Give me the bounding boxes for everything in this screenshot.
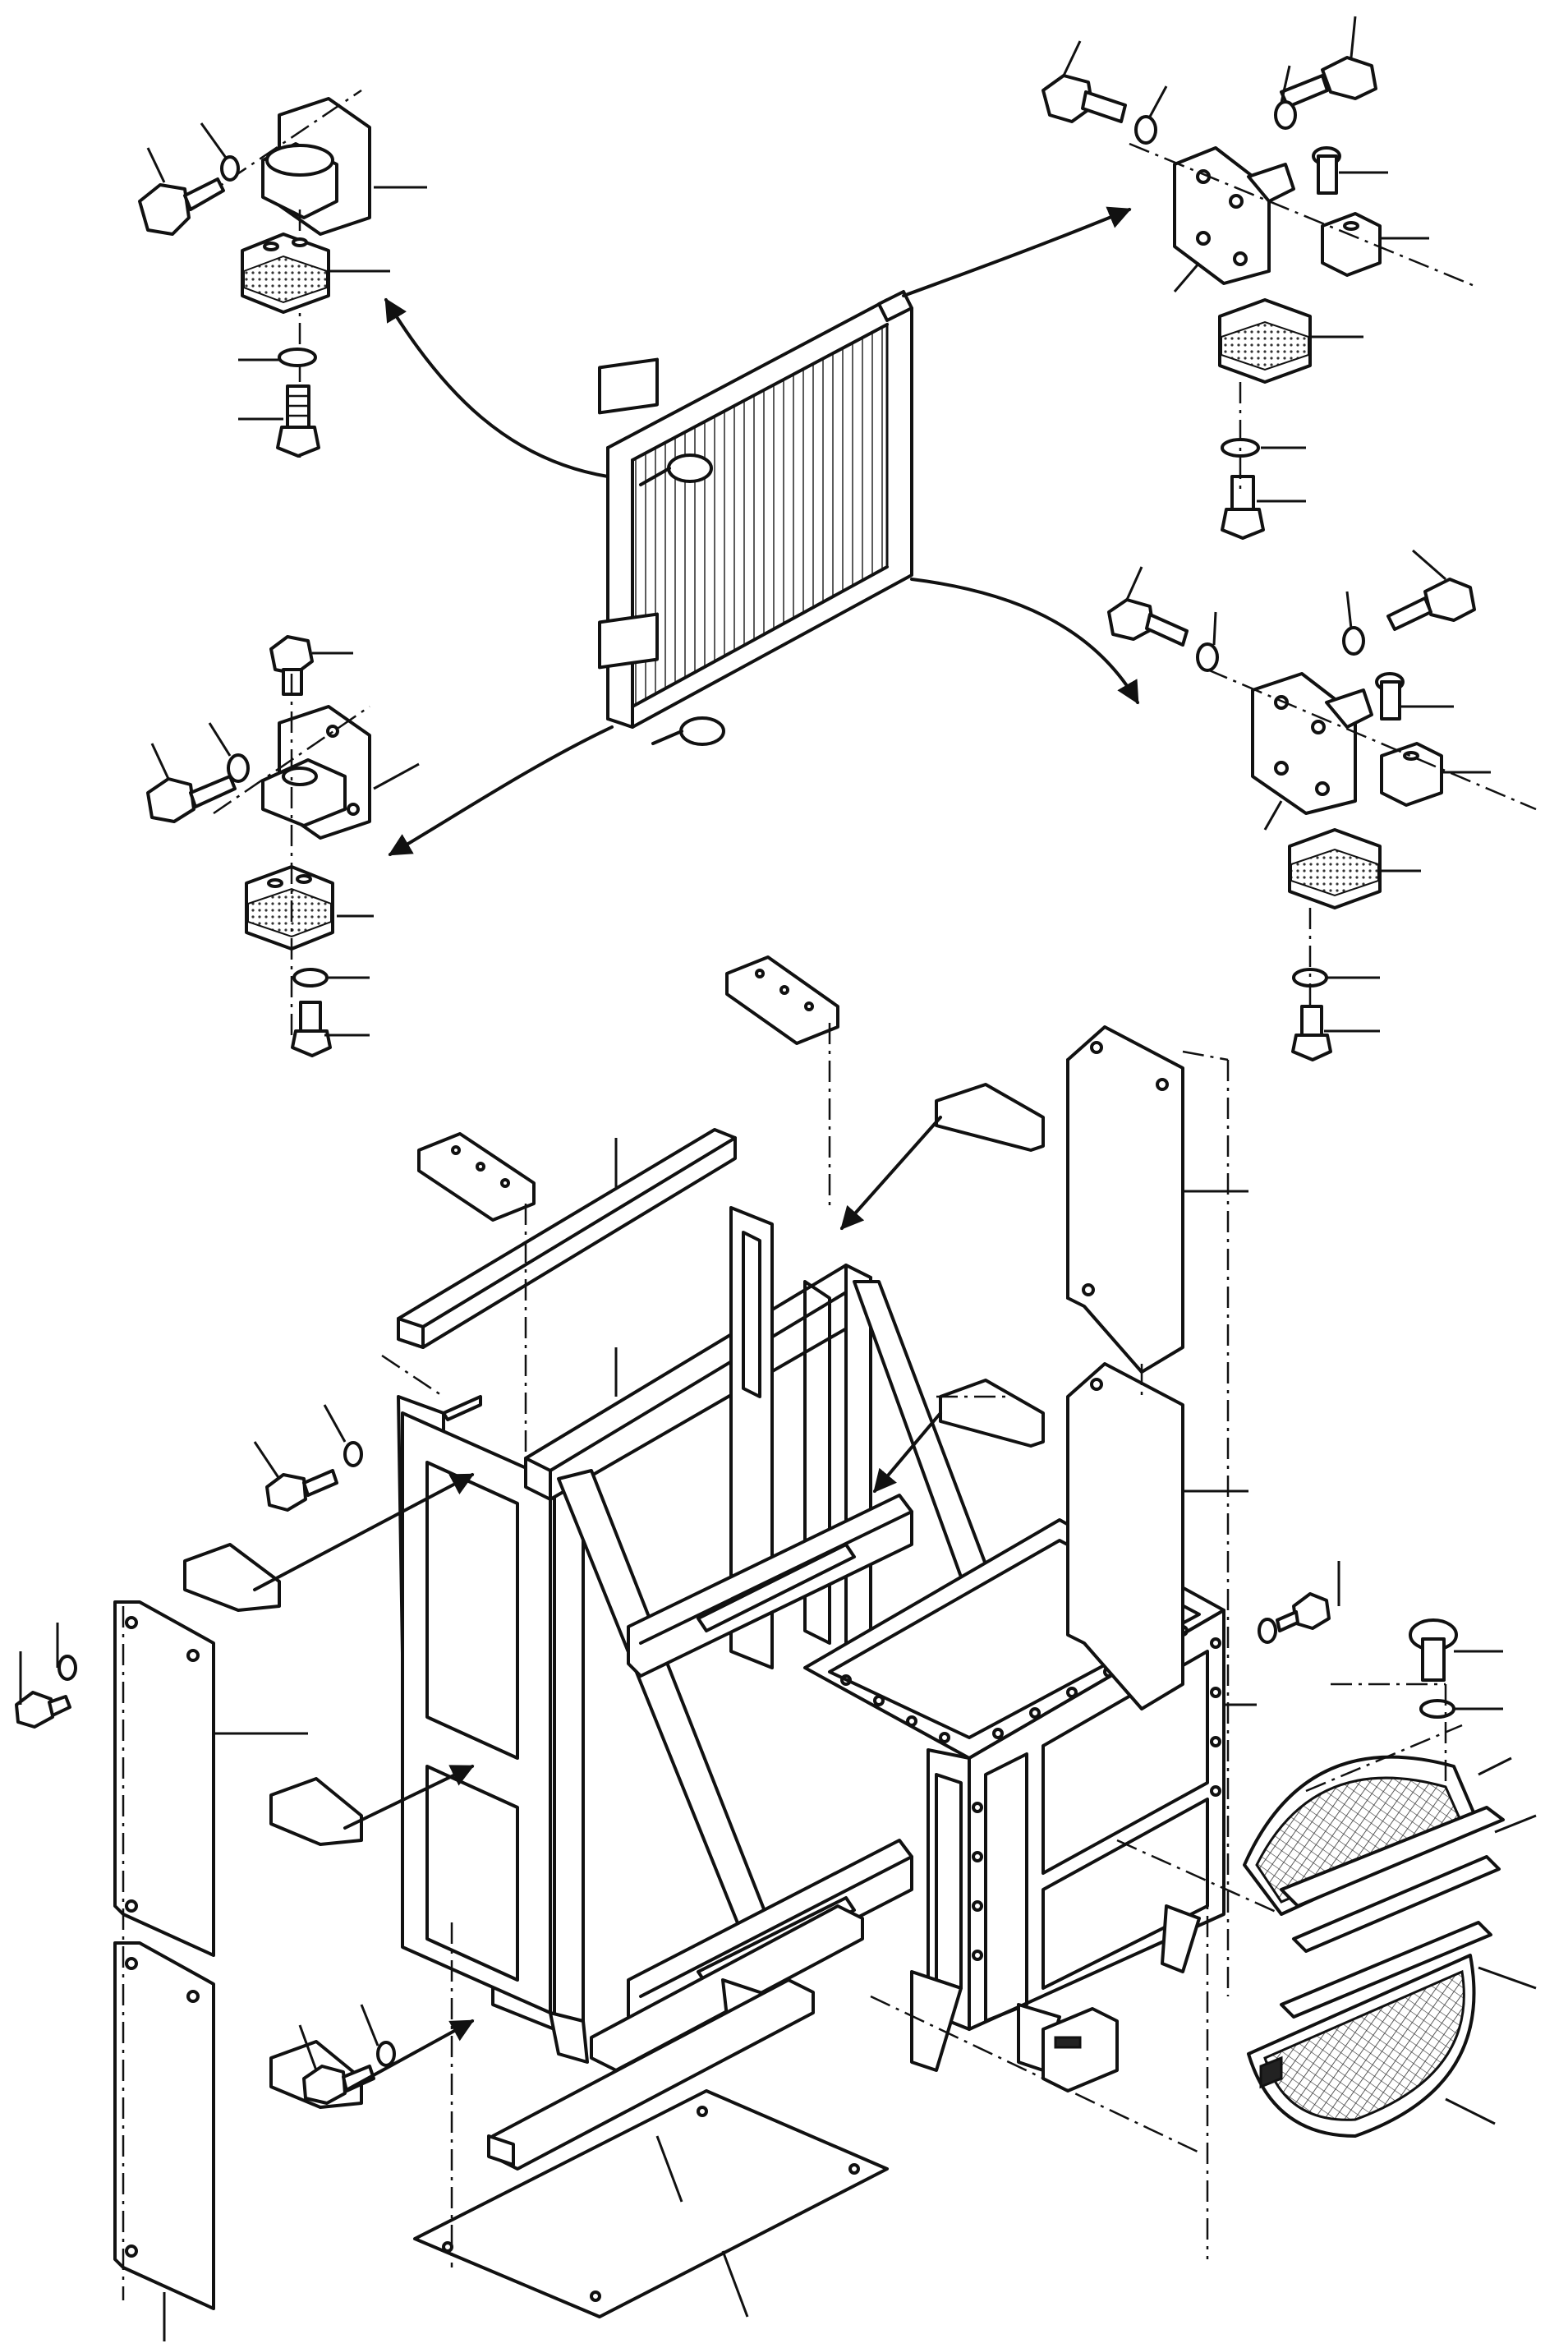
bolt-icon — [1386, 578, 1476, 631]
arrow-to-bottom-right-mount — [910, 578, 1139, 705]
bolt-icon — [1291, 1005, 1332, 1061]
guard-screen-icon — [1243, 1755, 1505, 2138]
rubber-mount-icon — [245, 865, 334, 951]
washer-icon — [278, 348, 317, 367]
washer-icon — [343, 1441, 363, 1467]
bolt-icon — [1312, 146, 1341, 195]
assembly-centerlines — [122, 1023, 1463, 2300]
bolt-icon — [146, 775, 237, 823]
washer-icon — [376, 2041, 396, 2067]
washer-icon — [1196, 642, 1219, 672]
frame-fasteners — [15, 1441, 1458, 2105]
bottom-right-mount-group — [1107, 549, 1537, 1061]
bottom-left-mount-group — [146, 635, 420, 1057]
arrow-to-bottom-left-mount — [388, 725, 614, 856]
bolt-icon — [15, 1691, 71, 1729]
bolt-icon — [265, 1469, 338, 1512]
rubber-mount-icon — [241, 232, 330, 314]
washer-icon — [1342, 626, 1365, 656]
bolt-icon — [138, 177, 225, 236]
bolt-icon — [1375, 672, 1405, 721]
rubber-mount-icon — [1288, 828, 1382, 909]
washer-icon — [292, 968, 329, 988]
radiator-mount-icon — [1173, 146, 1271, 285]
top-left-mount-group — [138, 89, 427, 460]
bolt-icon — [291, 1001, 332, 1057]
callout-leaders — [19, 1138, 1537, 2341]
washer-icon — [57, 1655, 77, 1681]
washer-icon — [1134, 115, 1157, 145]
bolt-icon — [302, 2065, 375, 2105]
rubber-mount-icon — [1218, 298, 1312, 384]
washer-icon — [227, 753, 250, 783]
washer-icon — [1274, 100, 1297, 130]
upper-brackets — [183, 955, 1045, 2109]
top-right-mount-group — [1042, 16, 1479, 540]
bolt-icon — [276, 384, 320, 458]
washer-icon — [1419, 1699, 1455, 1719]
arrow-to-top-right-mount — [902, 206, 1132, 297]
bolt-icon — [1107, 598, 1189, 647]
washer-icon — [220, 155, 240, 182]
radiator-core-icon — [598, 290, 913, 746]
bolt-icon — [1409, 1618, 1458, 1682]
washer-icon — [1258, 1618, 1277, 1644]
arrow-to-top-left-mount — [384, 297, 609, 478]
assembly-arrows — [253, 1116, 942, 2092]
bolt-icon — [1042, 74, 1127, 123]
side-panel-icon — [113, 1025, 1184, 2318]
bolt-icon — [1276, 1592, 1331, 1632]
radiator-mount-icon — [1251, 672, 1357, 815]
bolt-icon — [1221, 475, 1265, 540]
bolt-icon — [1280, 56, 1377, 108]
